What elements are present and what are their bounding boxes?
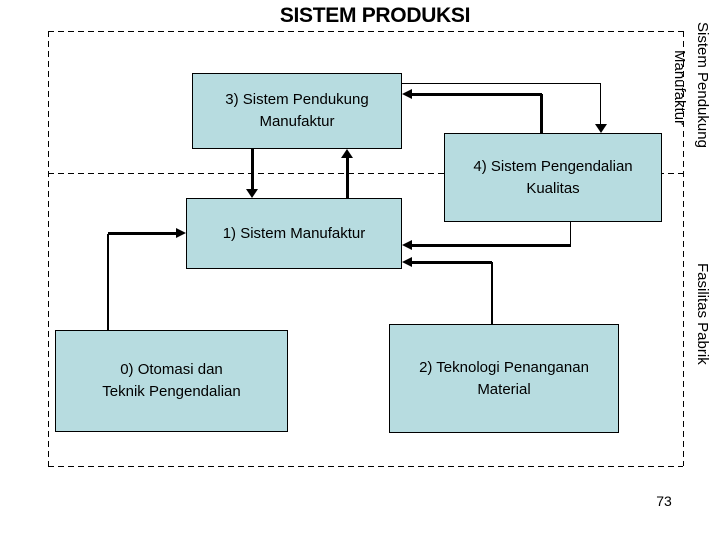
box-label-line: 0) Otomasi dan xyxy=(120,361,223,378)
arrowhead-up xyxy=(341,149,353,158)
page-number: 73 xyxy=(656,493,672,509)
line-segment-horizontal xyxy=(411,93,542,96)
vertical-label-upper-line2: Manufaktur xyxy=(671,50,688,126)
line-segment-horizontal xyxy=(108,232,178,235)
box-label-line: Manufaktur xyxy=(259,113,335,130)
box-manufacturing-system: 1) Sistem Manufaktur xyxy=(186,198,402,269)
arrowhead-down xyxy=(595,124,607,133)
line-segment-horizontal xyxy=(411,261,492,264)
slide-title: SISTEM PRODUKSI xyxy=(279,4,471,27)
arrowhead-left xyxy=(402,89,412,99)
line-segment-vertical xyxy=(491,262,493,324)
box-support-system: 3) Sistem Pendukung Manufaktur xyxy=(192,73,402,149)
arrowhead-down xyxy=(246,189,258,198)
box-label-line: 3) Sistem Pendukung xyxy=(225,91,369,108)
arrowhead-left xyxy=(402,257,412,267)
line-segment-horizontal xyxy=(402,83,601,84)
box-automation: 0) Otomasi dan Teknik Pengendalian xyxy=(55,330,288,432)
dashed-region-border-left xyxy=(48,31,49,466)
arrowhead-left xyxy=(402,240,412,250)
arrowhead-right xyxy=(176,228,186,238)
dashed-region-border-top xyxy=(48,31,683,32)
dashed-region-border-right xyxy=(683,31,684,466)
line-segment-vertical xyxy=(107,234,109,330)
line-segment-vertical xyxy=(251,149,254,190)
line-segment-vertical xyxy=(570,222,571,246)
vertical-label-lower: Fasilitas Pabrik xyxy=(694,263,711,365)
region-divider-line xyxy=(48,173,683,174)
box-label-line: Kualitas xyxy=(526,179,580,197)
box-label-line: Material xyxy=(477,380,531,398)
box-label-line: 2) Teknologi Penanganan xyxy=(419,358,589,376)
line-segment-horizontal xyxy=(411,244,571,247)
dashed-region-border-bottom xyxy=(48,466,683,467)
line-segment-vertical xyxy=(600,83,601,125)
box-label-line: 4) Sistem Pengendalian xyxy=(473,157,633,175)
box-label-line: 1) Sistem Manufaktur xyxy=(222,224,366,242)
vertical-label-upper-line1: Sistem Pendukung xyxy=(694,22,711,148)
box-label-line: Teknik Pengendalian xyxy=(102,383,241,400)
box-quality-control: 4) Sistem Pengendalian Kualitas xyxy=(444,133,662,222)
line-segment-vertical xyxy=(540,94,543,133)
line-segment-vertical xyxy=(346,157,349,198)
box-material-handling: 2) Teknologi Penanganan Material xyxy=(389,324,619,433)
